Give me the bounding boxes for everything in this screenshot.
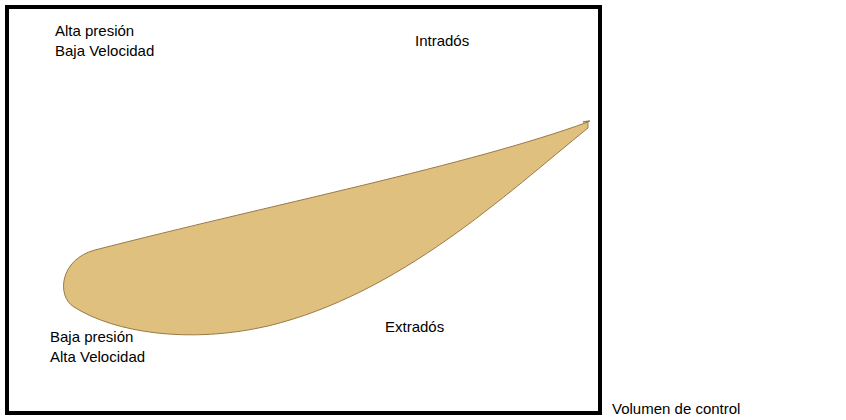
surface-label: Extradós xyxy=(385,317,444,337)
region-label: Volumen de control xyxy=(612,399,740,419)
surface-label: Intradós xyxy=(415,31,469,51)
trailing-edge xyxy=(583,121,590,122)
pressure-note: Alta presión Baja Velocidad xyxy=(55,21,161,60)
airfoil-profile xyxy=(64,122,588,335)
control-volume: Alta presión Baja Velocidad IntradósBaja … xyxy=(5,5,602,415)
pressure-note: Baja presión Alta Velocidad xyxy=(50,327,156,366)
